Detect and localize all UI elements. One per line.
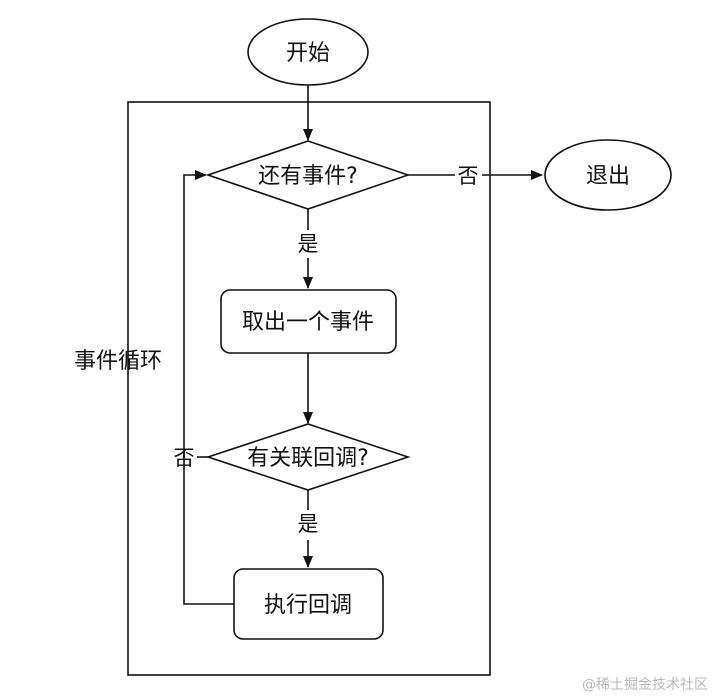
has-event-no-label: 否 — [458, 164, 479, 188]
take-event-label: 取出一个事件 — [242, 310, 374, 335]
run-callback-label: 执行回调 — [264, 593, 352, 618]
has-event-yes-label: 是 — [298, 232, 319, 256]
event-loop-label: 事件循环 — [74, 349, 162, 374]
start-label: 开始 — [286, 41, 330, 66]
event-loop-frame — [127, 101, 491, 676]
exit-node — [544, 139, 672, 211]
exit-label: 退出 — [586, 164, 630, 189]
watermark: @稀土掘金技术社区 — [582, 677, 708, 693]
has-callback-label: 有关联回调? — [247, 446, 369, 471]
edge-loop-back — [183, 170, 234, 605]
has-event-label: 还有事件? — [258, 164, 358, 189]
has-callback-yes-label: 是 — [298, 512, 319, 536]
